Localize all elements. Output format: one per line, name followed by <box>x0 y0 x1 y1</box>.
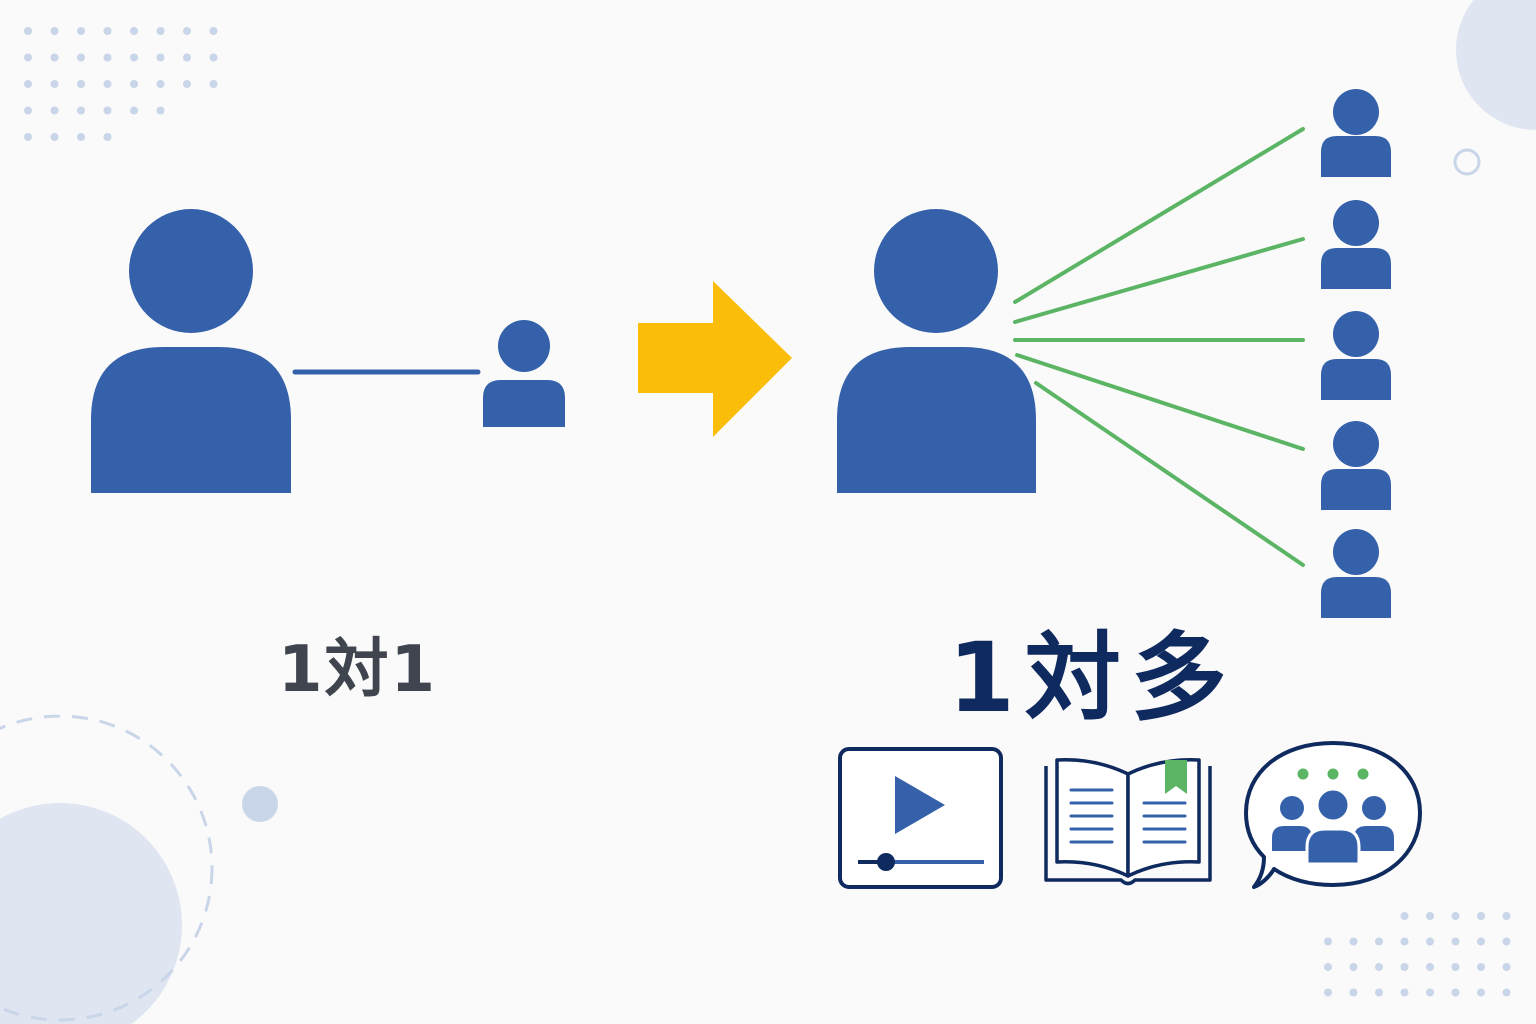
broadcast-line <box>1034 381 1305 567</box>
decor-dot <box>24 133 32 141</box>
decor-dashed-ring <box>0 714 214 1022</box>
decor-dot <box>1451 912 1460 920</box>
decor-dot <box>130 53 138 62</box>
decor-dot <box>1426 963 1434 971</box>
decor-dot <box>50 53 59 62</box>
decor-dot <box>209 80 218 88</box>
broadcast-line <box>1013 237 1305 324</box>
decor-dot <box>1349 988 1358 997</box>
decor-dot <box>1375 988 1383 997</box>
audience-person-icon <box>1321 311 1391 400</box>
decor-dot <box>1324 963 1332 971</box>
decor-dot <box>1477 912 1485 920</box>
decor-dot <box>1400 963 1409 971</box>
decor-circle-top-right <box>1456 0 1536 130</box>
audience-person-icon <box>1321 89 1391 177</box>
broadcast-line <box>1013 127 1305 304</box>
decor-dot <box>50 133 59 141</box>
decor-dot <box>156 27 165 35</box>
decor-dot <box>130 80 138 88</box>
decor-dot <box>77 133 85 141</box>
decor-dot <box>1426 988 1434 997</box>
decor-dot <box>183 27 191 35</box>
decor-dot <box>242 786 278 822</box>
decor-dot <box>1375 937 1383 946</box>
audience-person-icon <box>1321 200 1391 289</box>
decor-dot <box>1451 937 1460 946</box>
decor-ring-small <box>1453 148 1481 176</box>
decor-dot <box>1502 963 1511 971</box>
one-to-many-label: 1対多 <box>948 622 1237 734</box>
decor-dot <box>156 106 165 115</box>
decor-dot <box>103 80 112 88</box>
decor-dot <box>50 27 59 35</box>
decor-circle-bottom-left <box>0 803 182 1024</box>
decor-dot <box>103 27 112 35</box>
decor-dot <box>24 53 32 62</box>
decor-dot <box>130 106 138 115</box>
decor-dot <box>183 80 191 88</box>
decor-dot <box>103 53 112 62</box>
decor-dot <box>209 53 218 62</box>
decor-dot <box>77 27 85 35</box>
decor-dot <box>24 27 32 35</box>
decor-dot <box>103 133 112 141</box>
decor-dot <box>1349 963 1358 971</box>
decor-dot <box>24 80 32 88</box>
audience-person-icon <box>1321 421 1391 510</box>
one-to-one-label: 1対1 <box>278 633 438 707</box>
decor-dot <box>103 106 112 115</box>
video-player-icon <box>838 747 1003 889</box>
decor-dot <box>1477 937 1485 946</box>
decor-dot <box>183 53 191 62</box>
decor-dot <box>130 27 138 35</box>
decor-dot <box>1426 912 1434 920</box>
decor-dot <box>209 27 218 35</box>
decor-dot <box>1477 988 1485 997</box>
decor-dot <box>1451 988 1460 997</box>
decor-dot <box>156 53 165 62</box>
decor-dot <box>77 106 85 115</box>
decor-dot <box>1451 963 1460 971</box>
decor-dot <box>1349 937 1358 946</box>
audience-person-icon <box>1321 529 1391 618</box>
broadcast-line <box>1015 353 1305 451</box>
decor-dot <box>1324 988 1332 997</box>
decor-dot <box>1375 963 1383 971</box>
decor-dot <box>77 53 85 62</box>
decor-dot <box>156 80 165 88</box>
broadcast-lines <box>1013 127 1305 567</box>
decor-dot <box>1400 988 1409 997</box>
decor-dot <box>1502 937 1511 946</box>
open-book-icon <box>1044 758 1212 886</box>
decor-dot <box>50 106 59 115</box>
right-arrow-icon <box>638 281 792 437</box>
dot-grid-bottom-right <box>1324 912 1511 997</box>
dot-grid-top-left <box>24 27 218 141</box>
student-person-icon <box>483 320 565 427</box>
community-chat-icon <box>1244 741 1422 889</box>
decor-dot <box>1502 912 1511 920</box>
decor-dot <box>1426 937 1434 946</box>
decor-dot <box>50 80 59 88</box>
decor-dot <box>1400 937 1409 946</box>
decor-dot <box>1502 988 1511 997</box>
teacher-person-icon-left <box>91 209 291 493</box>
decor-dot <box>77 80 85 88</box>
decor-dot <box>24 106 32 115</box>
decor-dot <box>1324 937 1332 946</box>
decor-dot <box>1477 963 1485 971</box>
audience-column <box>1321 89 1391 618</box>
teacher-person-icon-right <box>837 209 1036 493</box>
decor-dot <box>1400 912 1409 920</box>
